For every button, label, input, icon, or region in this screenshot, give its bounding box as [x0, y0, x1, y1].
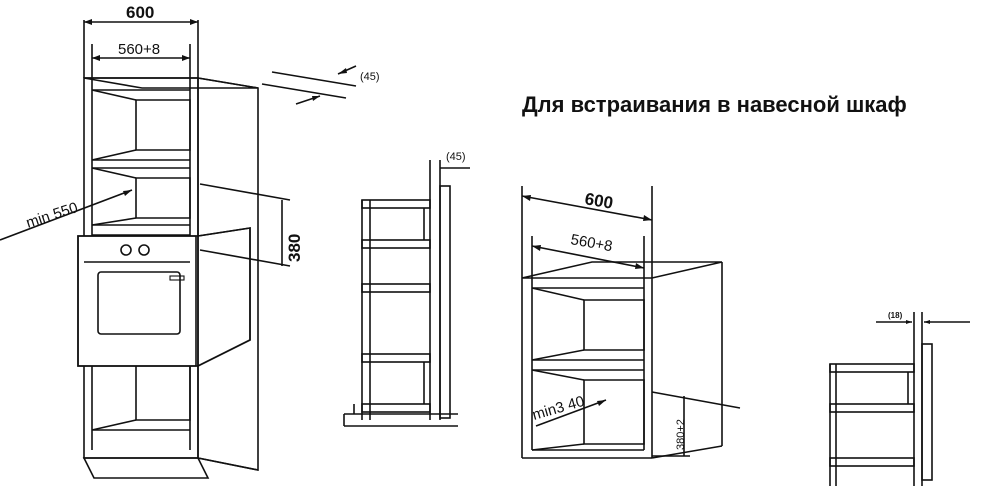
oven-knob-left: [120, 244, 132, 256]
oven-window: [97, 271, 181, 335]
column-width-outer: 600: [126, 3, 154, 22]
wall-niche-height: 380+2: [675, 419, 687, 450]
oven-knob-right: [138, 244, 150, 256]
column-side-gap: (45): [446, 151, 466, 163]
oven-body: [77, 227, 251, 367]
wall-side-section: (18): [829, 311, 970, 486]
column-width-inner: 560+8: [118, 41, 160, 58]
wall-width-inner: 560+8: [569, 231, 613, 255]
column-gap: (45): [360, 71, 380, 83]
wall-depth-min: min3 40: [530, 393, 586, 424]
wall-width-outer: 600: [583, 189, 614, 213]
wall-cabinet: [521, 261, 723, 459]
column-side-section: (45): [343, 151, 470, 427]
page-title: Для встраивания в навесной шкаф: [522, 92, 907, 117]
column-depth-min: min 550: [24, 199, 80, 232]
column-oven: [77, 227, 251, 368]
wall-dimensions: 600 560+8 min3 40 380+2: [521, 186, 741, 457]
column-niche-height: 380: [285, 234, 304, 262]
wall-side-gap: (18): [888, 311, 903, 320]
